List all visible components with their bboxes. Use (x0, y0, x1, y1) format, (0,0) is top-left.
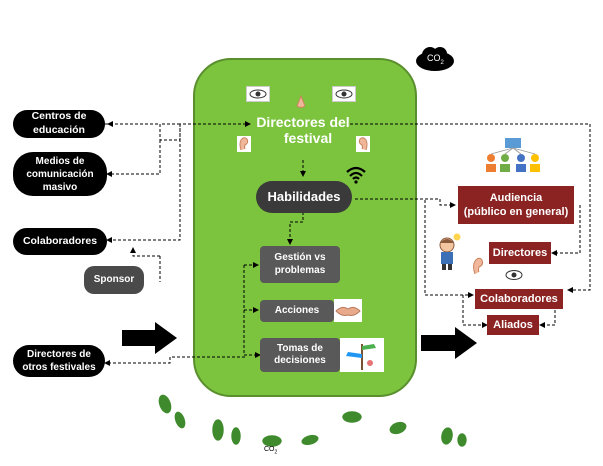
directores-otros-node: Directores de otros festivales (13, 345, 105, 377)
arrow-right-icon (122, 322, 177, 354)
eye-icon (505, 268, 523, 280)
co2-cloud-icon: CO2 (414, 44, 456, 72)
decisions-icon (340, 338, 384, 372)
footprint-co2-subscript: 2 (274, 449, 278, 456)
co2-subscript: 2 (440, 59, 444, 66)
centros-node: Centros de educación (13, 110, 105, 138)
colaboradores-left-node: Colaboradores (13, 228, 107, 255)
panel-title: Directores del festival (248, 114, 358, 146)
person-idea-icon (437, 233, 461, 271)
audiencia-node: Audiencia (público en general) (458, 186, 574, 224)
ear-icon (470, 256, 486, 276)
footprint-co2-label: CO2 (264, 446, 277, 455)
footprint-co2-text: CO (264, 446, 275, 453)
medios-node: Medios de comunicación masivo (13, 152, 107, 196)
colaboradores-right-node: Colaboradores (475, 289, 563, 309)
handshake-icon (334, 299, 362, 322)
arrow-right-icon (421, 327, 477, 359)
habilidades-node: Habilidades (256, 181, 352, 213)
directores-right-node: Directores (489, 242, 551, 264)
co2-label: CO (427, 53, 441, 63)
ear-icon (237, 136, 251, 152)
acciones-node: Acciones (260, 300, 334, 322)
ear-icon (356, 136, 370, 152)
eye-icon (332, 86, 356, 102)
aliados-node: Aliados (487, 315, 539, 335)
tomas-node: Tomas de decisiones (260, 338, 340, 372)
eye-icon (246, 86, 270, 102)
panel-title-line2: festival (283, 130, 333, 146)
sponsor-node: Sponsor (84, 266, 144, 294)
wifi-icon (345, 166, 367, 184)
network-icon (483, 136, 543, 178)
nose-icon (295, 94, 307, 109)
gestion-node: Gestión vs problemas (260, 246, 340, 283)
panel-title-line1: Directores del (256, 114, 350, 130)
